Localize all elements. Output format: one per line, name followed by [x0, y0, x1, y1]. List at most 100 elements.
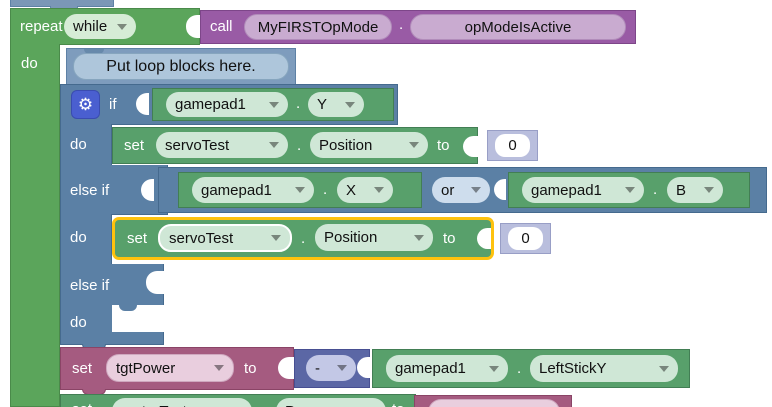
- chevron-down-icon: [345, 101, 355, 108]
- set-power-to-label: to: [244, 360, 257, 377]
- motor-device-dropdown[interactable]: motorTest: [112, 398, 252, 407]
- variable-value: tgtPower: [438, 404, 497, 407]
- or-operator-dropdown[interactable]: or: [432, 177, 490, 203]
- device-value: servoTest: [165, 136, 230, 154]
- elseif-condition-socket: [141, 179, 154, 201]
- if-condition-socket: [136, 93, 149, 115]
- call-target-value: MyFIRSTOpMode: [257, 18, 379, 36]
- set-label-1: set: [124, 137, 145, 154]
- operator-value: or: [441, 181, 455, 199]
- set-power-value-socket: [278, 357, 294, 379]
- chevron-down-icon: [269, 142, 279, 148]
- variable-value: tgtPower: [116, 359, 176, 377]
- leftsticky-device-dropdown[interactable]: gamepad1: [386, 355, 508, 382]
- leftsticky-dot: .: [517, 360, 522, 377]
- if-do3-label: do: [70, 314, 87, 331]
- chevron-down-icon: [214, 365, 224, 371]
- call-method-field[interactable]: opModeIsActive: [410, 14, 626, 40]
- gear-icon[interactable]: ⚙: [71, 90, 100, 119]
- servo-device-dropdown-1[interactable]: servoTest: [156, 132, 288, 158]
- prop-value: Position: [319, 136, 373, 154]
- bottom-set-label: set: [72, 402, 92, 407]
- comment-text: Put loop blocks here.: [106, 57, 256, 75]
- tgtpower-get-dropdown[interactable]: tgtPower: [428, 399, 560, 407]
- repeat-mode-dropdown[interactable]: while: [64, 14, 136, 39]
- if-label: if: [109, 96, 117, 113]
- chevron-down-icon: [414, 234, 424, 241]
- gamepad1-b-dot: .: [653, 181, 658, 198]
- chevron-down-icon: [337, 365, 347, 371]
- leftsticky-prop-dropdown[interactable]: LeftStickY: [530, 355, 678, 382]
- chevron-down-icon: [704, 187, 714, 193]
- device-value: gamepad1: [395, 360, 466, 377]
- if-block-do1-spine[interactable]: [60, 124, 112, 166]
- to-label-2: to: [443, 230, 456, 247]
- operator-value: -: [315, 359, 320, 377]
- prop-value: Position: [324, 229, 378, 246]
- or-right-socket: [494, 179, 506, 200]
- tgtpower-variable-dropdown[interactable]: tgtPower: [106, 354, 234, 382]
- comment-text-field[interactable]: Put loop blocks here.: [73, 53, 289, 80]
- if-block-do2-spine[interactable]: [60, 214, 112, 265]
- call-dot-label: .: [399, 16, 404, 33]
- servo-prop-dropdown-1[interactable]: Position: [310, 132, 428, 158]
- chevron-down-icon: [625, 187, 635, 193]
- elseif-label-2: else if: [70, 277, 110, 294]
- number-value: 0: [521, 230, 530, 247]
- chevron-down-icon: [409, 142, 419, 148]
- prop-value: X: [346, 181, 357, 199]
- set-value-socket-2: [477, 228, 491, 249]
- chevron-down-icon: [374, 187, 384, 193]
- device-value: gamepad1: [531, 181, 602, 199]
- device-value: servoTest: [169, 229, 234, 247]
- gamepad1-y-prop-dropdown[interactable]: Y: [308, 92, 364, 117]
- device-value: gamepad1: [175, 96, 246, 113]
- number-field-2[interactable]: 0: [508, 227, 543, 250]
- call-keyword-label: call: [210, 18, 233, 35]
- elseif-label-1: else if: [70, 182, 110, 199]
- repeat-keyword-label: repeat: [20, 18, 63, 35]
- set-label-2: set: [127, 230, 148, 247]
- if-block-statement-tab: [119, 305, 137, 311]
- chevron-down-icon: [471, 187, 481, 193]
- servo-prop-dropdown-2[interactable]: Position: [315, 224, 433, 251]
- chevron-down-icon: [489, 365, 499, 372]
- set-value-socket-1: [463, 136, 478, 157]
- set-dot-2: .: [301, 230, 306, 247]
- chevron-down-icon: [269, 101, 279, 108]
- prop-value: Y: [317, 96, 328, 113]
- set-power-label: set: [72, 360, 93, 377]
- gamepad1-y-dot: .: [296, 95, 301, 112]
- gamepad1-x-prop-dropdown[interactable]: X: [337, 177, 393, 203]
- gamepad1-x-device-dropdown[interactable]: gamepad1: [192, 177, 314, 203]
- prop-value: B: [676, 181, 687, 199]
- gamepad1-b-device-dropdown[interactable]: gamepad1: [522, 177, 644, 203]
- prop-value: LeftStickY: [539, 360, 607, 377]
- repeat-do-label: do: [21, 55, 38, 72]
- repeat-block-left-spine[interactable]: [10, 44, 60, 407]
- call-target-field[interactable]: MyFIRSTOpMode: [244, 14, 392, 40]
- to-label-1: to: [437, 137, 450, 154]
- set-dot-1: .: [297, 137, 302, 154]
- prop-value: Power: [285, 403, 328, 407]
- chevron-down-icon: [117, 23, 127, 30]
- call-method-value: opModeIsActive: [464, 18, 572, 36]
- servo-device-dropdown-2[interactable]: servoTest: [158, 224, 292, 252]
- repeat-condition-socket: [186, 15, 200, 38]
- elseif2-empty-socket: [146, 271, 164, 294]
- gamepad1-x-dot: .: [323, 181, 328, 198]
- motor-prop-dropdown[interactable]: Power: [276, 398, 386, 407]
- if-do2-label: do: [70, 229, 87, 246]
- chevron-down-icon: [659, 365, 669, 372]
- chevron-down-icon: [295, 187, 305, 193]
- gamepad1-y-device-dropdown[interactable]: gamepad1: [166, 92, 288, 117]
- negate-value-socket: [357, 357, 370, 378]
- negate-operator-dropdown[interactable]: -: [306, 355, 356, 381]
- bottom-dot: .: [260, 402, 264, 407]
- number-field-1[interactable]: 0: [495, 134, 530, 157]
- device-value: gamepad1: [201, 181, 272, 199]
- number-value: 0: [508, 137, 517, 154]
- gamepad1-b-prop-dropdown[interactable]: B: [667, 177, 723, 203]
- gear-glyph: ⚙: [77, 94, 94, 114]
